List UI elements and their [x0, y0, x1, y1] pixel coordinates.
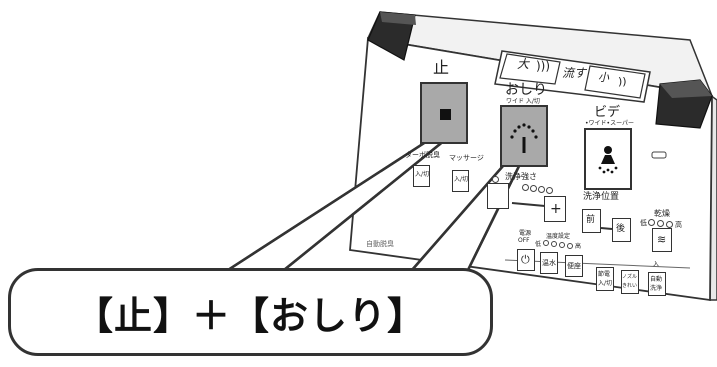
seat-button[interactable]: 便座	[565, 255, 583, 277]
dry-level-dot	[666, 221, 673, 228]
oshiri-button[interactable]	[500, 105, 548, 167]
dry-icon: ≋	[657, 233, 667, 246]
flush-small-icon: ))	[618, 75, 627, 88]
dry-high-label: 高	[675, 221, 682, 229]
bidet-sublabel: •ワイド•スーパー	[585, 120, 635, 127]
callout-text: 【止】＋【おしり】	[74, 293, 426, 338]
nozzle-clean-button[interactable]: ノズル きれい	[621, 270, 639, 294]
temp-level-dot	[567, 243, 573, 249]
instruction-callout: 【止】＋【おしり】	[8, 268, 493, 356]
flush-small-label: 小	[598, 71, 609, 84]
strength-level-dot	[522, 184, 529, 191]
wash-position-label: 洗浄位置	[583, 192, 620, 202]
power-button[interactable]: ⏻	[517, 249, 535, 271]
strength-plus-button[interactable]: +	[544, 196, 566, 222]
warm-water-button[interactable]: 温水	[540, 252, 558, 274]
temp-level-dot	[559, 242, 565, 248]
position-front-button[interactable]: 前	[582, 209, 601, 233]
massage-label: マッサージ	[449, 154, 484, 162]
dry-label: 乾燥	[654, 209, 670, 218]
auto-wash-in-label: 入	[653, 261, 660, 268]
strength-level-dot	[492, 176, 499, 183]
oshiri-label: おしり	[505, 82, 547, 98]
spray-icon	[510, 123, 538, 153]
left-corner-cap	[367, 11, 416, 61]
temp-low-label: 低	[535, 241, 542, 248]
auto-deodorize-label: 自動脱臭	[366, 240, 394, 248]
turbo-deodorize-label: ターボ脱臭	[405, 151, 440, 159]
power-save-label: 節電	[598, 271, 611, 278]
massage-button[interactable]: 入/切	[452, 170, 469, 192]
dry-level-dot	[657, 220, 664, 227]
strength-level-dot	[538, 186, 545, 193]
temp-setting-label: 温度設定	[546, 233, 571, 240]
strength-minus-button[interactable]	[487, 183, 509, 209]
stop-button[interactable]	[420, 82, 468, 144]
flush-large-label: 大	[517, 57, 530, 71]
auto-wash-sublabel: 洗浄	[650, 285, 663, 292]
bidet-button[interactable]	[584, 128, 632, 190]
dry-low-label: 低	[640, 219, 647, 227]
back-label: 後	[616, 224, 626, 234]
massage-on-off-label: 入/切	[454, 176, 469, 183]
bidet-icon	[598, 146, 618, 174]
temp-level-dot	[551, 241, 557, 247]
turbo-on-off-label: 入/切	[415, 171, 430, 178]
dry-button[interactable]: ≋	[652, 228, 672, 252]
flush-large-button	[499, 53, 561, 85]
turbo-deodorize-button[interactable]: 入/切	[413, 165, 430, 187]
plus-label: +	[550, 201, 562, 217]
temp-high-label: 高	[575, 243, 582, 250]
dry-level-dot	[648, 219, 655, 226]
nozzle-sublabel: きれい	[622, 283, 638, 289]
wash-strength-label: 洗浄強さ	[505, 172, 537, 181]
position-back-button[interactable]: 後	[612, 218, 631, 242]
seat-label: 便座	[567, 262, 581, 270]
stop-square-icon	[440, 109, 451, 120]
nozzle-label: ノズル	[622, 274, 638, 280]
strength-level-dot	[530, 185, 537, 192]
stop-label: 止	[433, 58, 450, 77]
bidet-label: ビデ	[594, 105, 621, 120]
auto-wash-label: 自動	[650, 276, 663, 283]
power-save-button[interactable]: 節電 入/切	[596, 267, 614, 291]
flush-large-icon: )))	[536, 59, 551, 73]
power-icon: ⏻	[521, 253, 530, 266]
strength-level-dot	[546, 187, 553, 194]
front-label: 前	[586, 215, 596, 225]
power-label: 電源	[519, 230, 532, 237]
oshiri-sublabel: ワイド 入/切	[506, 98, 540, 105]
flush-small-button	[584, 65, 646, 99]
power-off-label: OFF	[518, 237, 530, 244]
temp-level-dot	[543, 240, 549, 246]
auto-wash-button[interactable]: 自動 洗浄	[648, 272, 666, 296]
flush-label: 流す	[562, 66, 587, 80]
warm-water-label: 温水	[542, 259, 556, 267]
power-save-sublabel: 入/切	[598, 280, 613, 287]
